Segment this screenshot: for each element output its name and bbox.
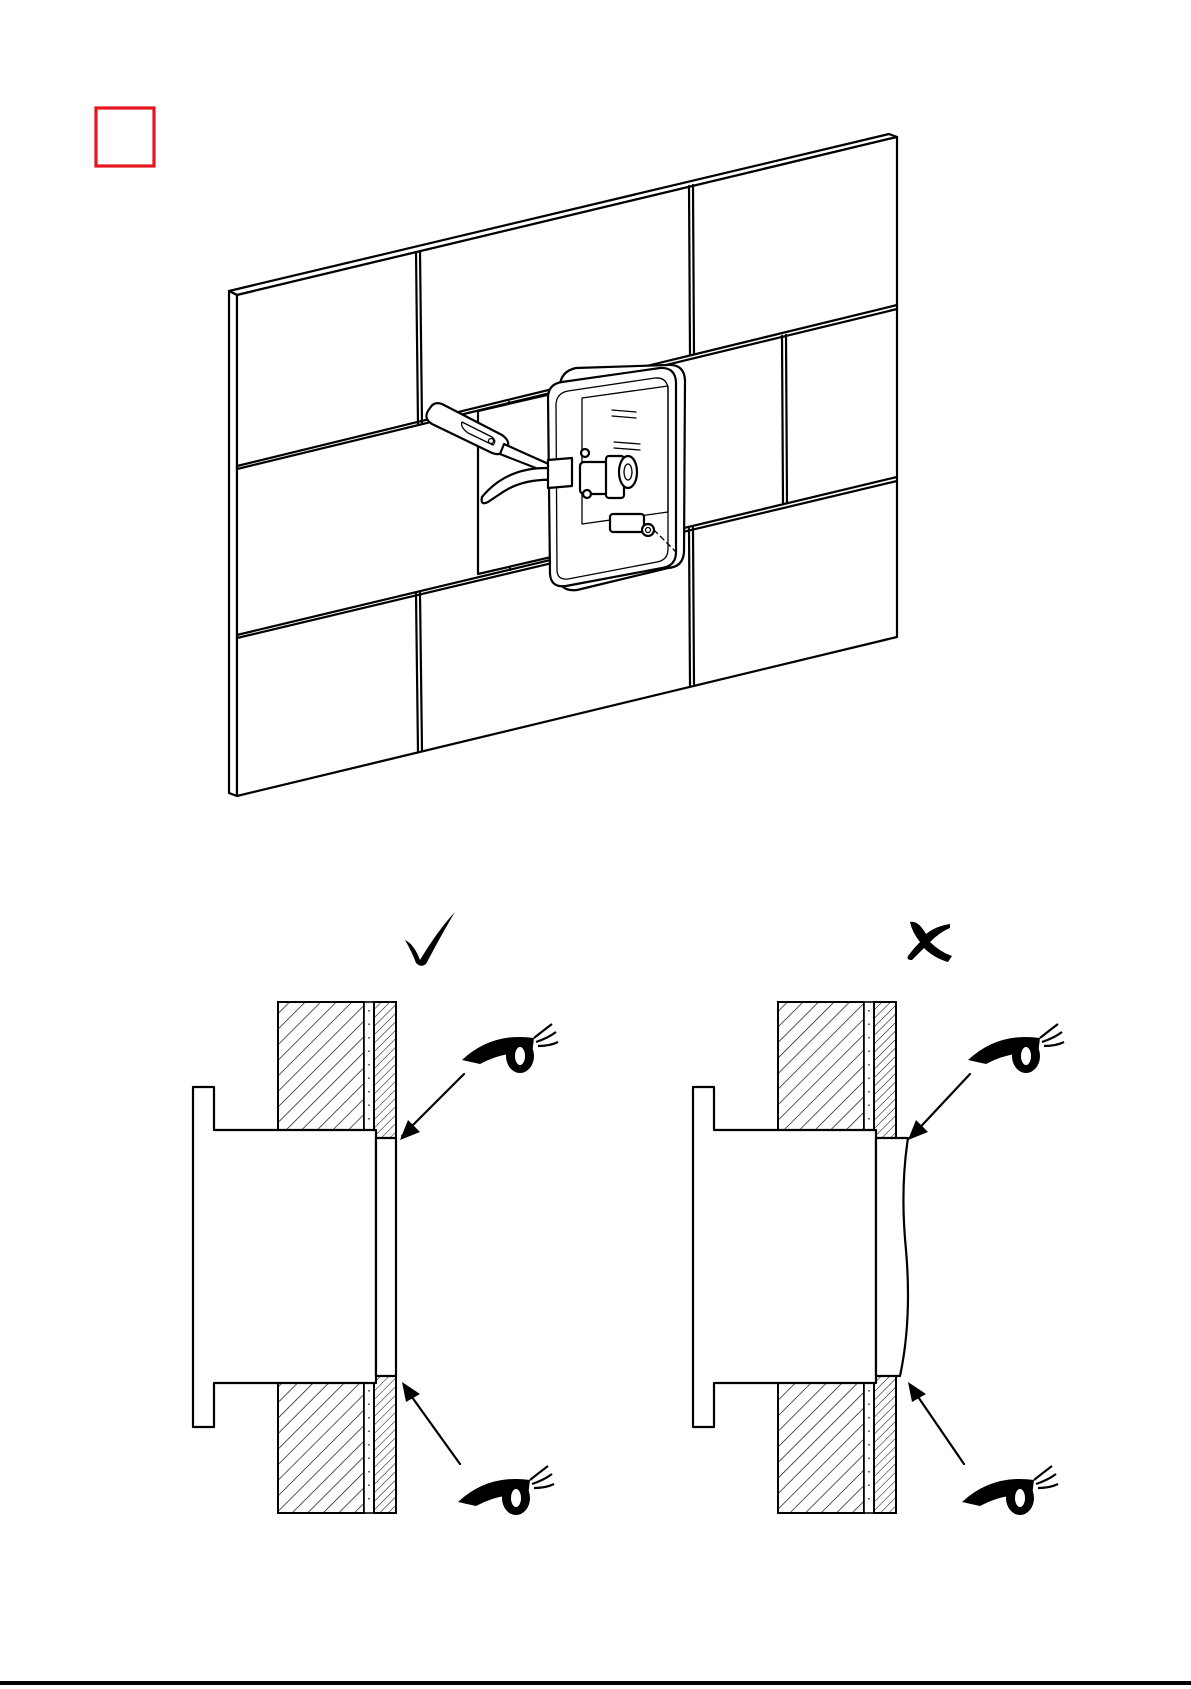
step-marker-box: [96, 108, 154, 166]
page-bottom-bar: [0, 1681, 1191, 1685]
inspect-eye-icon: [968, 1024, 1064, 1073]
inspect-eye-icon: [458, 1466, 554, 1515]
tiled-wall-illustration: [229, 134, 897, 796]
incorrect-section-diagram: [693, 922, 1064, 1515]
correct-section-diagram: [193, 912, 558, 1515]
check-mark-icon: [405, 912, 455, 966]
inspect-eye-icon: [462, 1024, 558, 1073]
cross-mark-icon: [908, 922, 953, 962]
inspect-eye-icon: [962, 1466, 1058, 1515]
